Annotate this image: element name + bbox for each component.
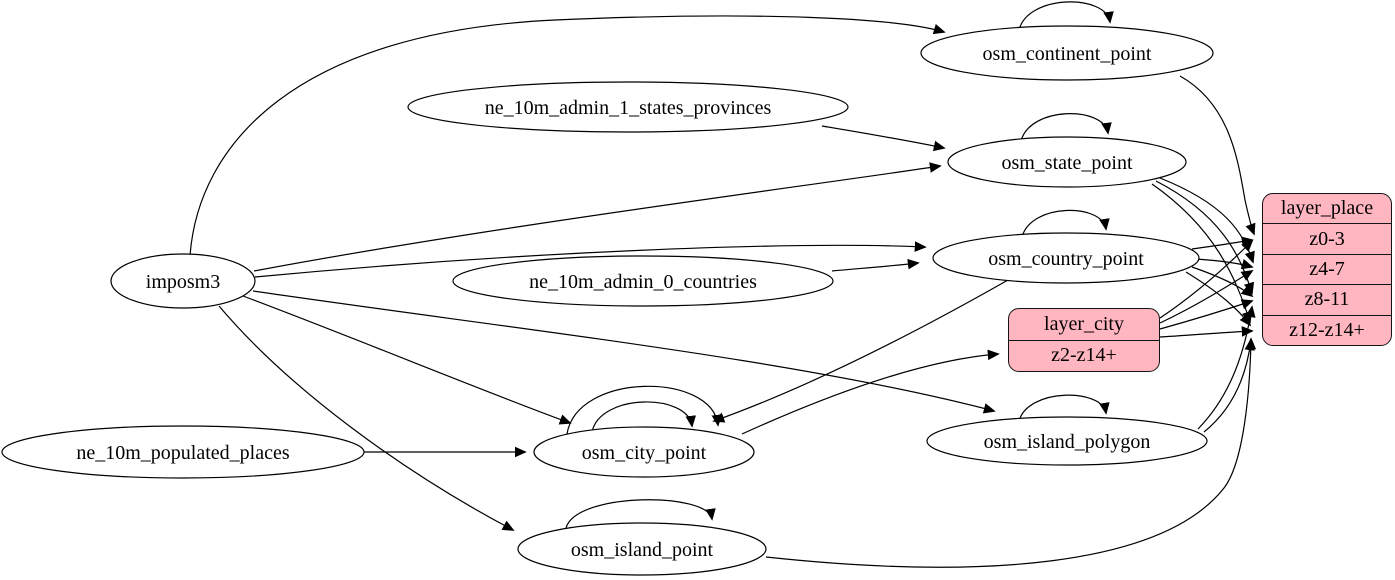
self-loop-osm_city_point-outer <box>566 385 723 435</box>
node-ne_10m_admin_0_countries-shape <box>452 255 834 307</box>
edge-osm_island_polygon-layer_place-z12-z14 <box>1203 338 1255 433</box>
node-osm_island_point-label: osm_island_point <box>570 539 714 561</box>
record-layer_city: layer_city z2-z14+ <box>1008 308 1160 372</box>
self-loop-osm_continent_point <box>1018 1 1114 31</box>
record-layer_place-row-z8-11: z8-11 <box>1263 284 1391 314</box>
edge-ne_10m_admin_1_states_provinces-osm_state_point <box>821 125 946 152</box>
node-osm_continent_point-label: osm_continent_point <box>982 43 1152 65</box>
edge-imposm3-osm_city_point <box>242 295 572 425</box>
edge-layer_city-layer_place-z12-z14 <box>1159 326 1254 338</box>
edge-osm_country_point-layer_place-z8-11 <box>1191 266 1254 298</box>
node-ne_10m_admin_1_states_provinces-label: ne_10m_admin_1_states_provinces <box>484 97 772 119</box>
node-ne_10m_admin_0_countries-label: ne_10m_admin_0_countries <box>529 271 757 293</box>
record-layer_place-row-z0-3: z0-3 <box>1263 223 1391 253</box>
edge-osm_continent_point-layer_place-z0-3 <box>1179 75 1256 236</box>
record-layer_place: layer_place z0-3 z4-7 z8-11 z12-z14+ <box>1262 193 1392 346</box>
node-ne_10m_populated_places-shape <box>1 425 365 479</box>
edge-ne_10m_admin_0_countries-osm_country_point <box>831 258 920 272</box>
node-imposm3-label: imposm3 <box>145 271 221 293</box>
node-ne_10m_admin_1_states_provinces-shape <box>407 81 849 133</box>
edge-imposm3-osm_country_point <box>254 241 927 278</box>
edge-osm_country_point-layer_place-z12-z14 <box>1185 271 1252 327</box>
edge-osm_country_point-layer_place-z4-7 <box>1195 258 1254 270</box>
edge-osm_country_point-layer_place-z0-3 <box>1191 236 1254 250</box>
record-layer_place-row-z4-7: z4-7 <box>1263 253 1391 284</box>
node-imposm3-shape <box>110 253 256 309</box>
record-layer_place-row-z12-z14: z12-z14+ <box>1263 314 1391 345</box>
self-loop-osm_state_point <box>1020 113 1112 142</box>
edge-layer_city-layer_place-z4-7 <box>1159 270 1254 324</box>
node-osm_island_polygon-label: osm_island_polygon <box>983 431 1151 453</box>
edge-osm_state_point-layer_place-z12-z14 <box>1151 183 1252 324</box>
record-layer_city-title: layer_city <box>1044 312 1124 335</box>
node-osm_country_point-shape <box>932 232 1200 284</box>
node-osm_state_point-shape <box>947 136 1187 188</box>
edge-osm_island_point-layer_place-z12-z14 <box>765 337 1257 568</box>
node-osm_country_point-label: osm_country_point <box>988 248 1144 270</box>
self-loop-osm_city_point-inner <box>591 401 696 433</box>
node-osm_state_point-label: osm_state_point <box>1001 152 1133 174</box>
edge-osm_state_point-layer_place-z8-11 <box>1155 180 1255 295</box>
record-layer_city-row-z2-z14: z2-z14+ <box>1009 339 1159 372</box>
record-layer_place-title: layer_place <box>1280 197 1374 220</box>
node-osm_city_point-label: osm_city_point <box>581 442 707 464</box>
node-osm_continent_point-shape <box>920 25 1214 81</box>
edge-osm_country_point-osm_city_point <box>712 279 1009 423</box>
self-loop-osm_country_point <box>1021 209 1110 238</box>
edge-imposm3-osm_island_point <box>218 305 515 531</box>
node-osm_island_polygon-shape <box>926 416 1208 466</box>
edge-layer_city-layer_place-z8-11 <box>1159 299 1254 330</box>
edge-imposm3-osm_island_polygon <box>252 290 996 414</box>
edge-imposm3-osm_continent_point <box>189 15 946 257</box>
self-loop-osm_island_polygon <box>1018 394 1110 422</box>
node-osm_city_point-shape <box>533 426 755 478</box>
edge-osm_state_point-layer_place-z4-7 <box>1159 177 1255 264</box>
node-osm_island_point-shape <box>517 522 767 576</box>
edge-osm_city_point-layer_city <box>741 349 1000 435</box>
node-ne_10m_populated_places-label: ne_10m_populated_places <box>76 442 290 464</box>
edge-osm_island_polygon-layer_place-z8-11 <box>1197 305 1256 430</box>
self-loop-osm_island_point <box>565 499 716 529</box>
edge-layer_city-layer_place-z0-3 <box>1159 239 1254 319</box>
edge-imposm3-osm_state_point <box>253 162 942 272</box>
